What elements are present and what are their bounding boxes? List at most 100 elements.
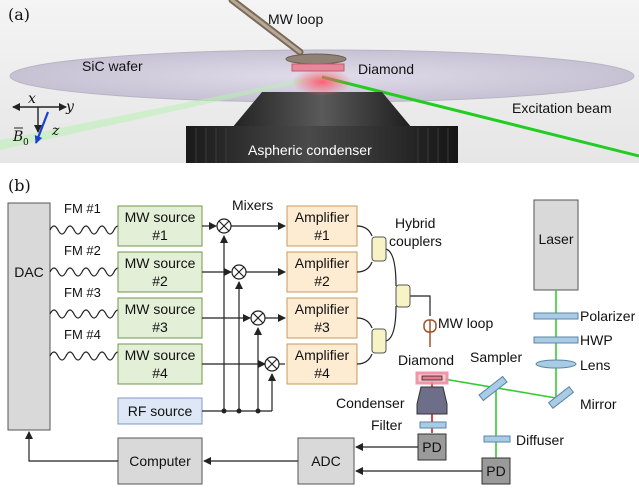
diamond-label: Diamond xyxy=(358,61,414,77)
mw-loop-label: MW loop xyxy=(268,11,323,27)
computer-block xyxy=(117,437,203,485)
mw-source-number: #3 xyxy=(152,319,168,335)
mirror-label: Mirror xyxy=(580,396,617,412)
mw-source-box xyxy=(117,251,203,293)
diamond-label-b: Diamond xyxy=(398,352,454,368)
hwp-label: HWP xyxy=(580,332,613,348)
lens-label: Lens xyxy=(580,357,610,373)
excitation-beam-label: Excitation beam xyxy=(512,100,612,116)
dac-label: DAC xyxy=(14,264,44,280)
panel-b: (b) DAC FM #1 FM #2 FM #3 FM #4 MW sourc… xyxy=(7,176,636,485)
mw-loop-wire-highlight xyxy=(230,0,302,54)
aspheric-condenser-body xyxy=(186,126,458,163)
mw-loop-symbol xyxy=(423,319,437,333)
mixer-1 xyxy=(216,218,232,234)
mw-source-label: MW source xyxy=(125,301,196,317)
adc-label: ADC xyxy=(311,453,341,469)
diffuser-plate xyxy=(483,435,511,443)
sampler-element xyxy=(478,375,508,402)
mw-source-box xyxy=(117,343,203,385)
mixer-2 xyxy=(231,264,247,280)
pd-reference-label: PD xyxy=(486,463,505,479)
filter-plate xyxy=(419,421,447,429)
amplifier-label: Amplifier xyxy=(295,347,350,363)
fm-label-1: FM #1 xyxy=(64,201,101,216)
condenser-symbol xyxy=(416,386,448,415)
sic-wafer-label: SiC wafer xyxy=(82,58,143,74)
amplifier-number: #3 xyxy=(314,319,330,335)
hybrid-coupler-3 xyxy=(395,284,411,308)
diamond-sample-b xyxy=(421,375,443,381)
diffuser-label: Diffuser xyxy=(516,432,564,448)
mirror-element xyxy=(547,386,575,409)
fm-signals xyxy=(49,225,140,361)
mw-source-4: MW source #4 xyxy=(117,343,203,385)
panel-a: (a) MW loop SiC wafer Diamond Excitation… xyxy=(0,0,639,163)
amplifier-number: #1 xyxy=(314,227,330,243)
hybrid-couplers xyxy=(371,236,411,354)
amplifier-number: #2 xyxy=(314,273,330,289)
laser-block xyxy=(533,199,579,291)
mw-source-label: MW source xyxy=(125,347,196,363)
b0-subscript: 0 xyxy=(23,138,29,148)
hybrid-coupler-2 xyxy=(371,328,387,354)
laser-label: Laser xyxy=(538,231,573,247)
readout-wires xyxy=(25,431,482,475)
amp-to-coupler-wires xyxy=(356,225,431,365)
b0-vector-arrow xyxy=(34,111,50,144)
amplifier-2: Amplifier #2 xyxy=(286,251,358,293)
pd-signal-label: PD xyxy=(422,439,441,455)
computer-label: Computer xyxy=(129,453,191,469)
amplifier-box xyxy=(286,297,358,339)
pd-reference-box xyxy=(481,457,511,485)
condenser-ridges xyxy=(195,128,449,163)
hybrid-label-line2: couplers xyxy=(389,233,442,249)
mw-source-label: MW source xyxy=(125,255,196,271)
z-axis-label: z xyxy=(51,123,60,139)
amplifier-1: Amplifier #1 xyxy=(286,205,358,247)
adc-block xyxy=(297,437,355,485)
mw-to-mixer-wires xyxy=(202,222,266,368)
amplifier-number: #4 xyxy=(314,365,330,381)
fm-wave-2 xyxy=(49,267,140,277)
mixer-3 xyxy=(250,310,266,326)
panel-b-label: (b) xyxy=(8,176,31,195)
mw-loop-label-b: MW loop xyxy=(438,315,493,331)
condenser-label: Aspheric condenser xyxy=(248,142,372,158)
mw-source-box xyxy=(117,205,203,247)
panel-a-label: (a) xyxy=(8,5,30,24)
rf-source-label: RF source xyxy=(128,403,193,419)
condenser-label-b: Condenser xyxy=(336,395,405,411)
rf-source-box xyxy=(117,397,203,425)
fm-wave-1 xyxy=(49,225,140,235)
hybrid-coupler-1 xyxy=(371,236,387,262)
fm-wave-3 xyxy=(49,309,140,319)
b0-label: B xyxy=(12,129,23,145)
lens-element xyxy=(535,359,577,369)
mixer-symbols xyxy=(216,218,280,372)
hybrid-label-line1: Hybrid xyxy=(395,215,435,231)
aspheric-condenser-cone xyxy=(232,92,412,128)
y-axis-label: y xyxy=(65,99,75,115)
mixers-label: Mixers xyxy=(232,197,273,213)
x-axis-label: x xyxy=(28,91,36,107)
excitation-beam-left xyxy=(0,76,322,150)
mw-source-box xyxy=(117,297,203,339)
amplifier-label: Amplifier xyxy=(295,209,350,225)
polarizer-plate xyxy=(533,312,579,320)
sampler-label: Sampler xyxy=(470,349,522,365)
fm-label-2: FM #2 xyxy=(64,243,101,258)
filter-label: Filter xyxy=(371,417,402,433)
mw-source-1: MW source #1 xyxy=(117,205,203,247)
mw-source-3: MW source #3 xyxy=(117,297,203,339)
fluorescence-glow xyxy=(292,68,352,96)
mw-source-2: MW source #2 xyxy=(117,251,203,293)
amplifier-label: Amplifier xyxy=(295,301,350,317)
mixer-to-amp-wires xyxy=(231,222,286,365)
dac-block xyxy=(7,202,51,431)
fm-label-4: FM #4 xyxy=(64,327,101,342)
amplifier-3: Amplifier #3 xyxy=(286,297,358,339)
fm-label-3: FM #3 xyxy=(64,285,101,300)
polarizer-label: Polarizer xyxy=(580,308,636,324)
